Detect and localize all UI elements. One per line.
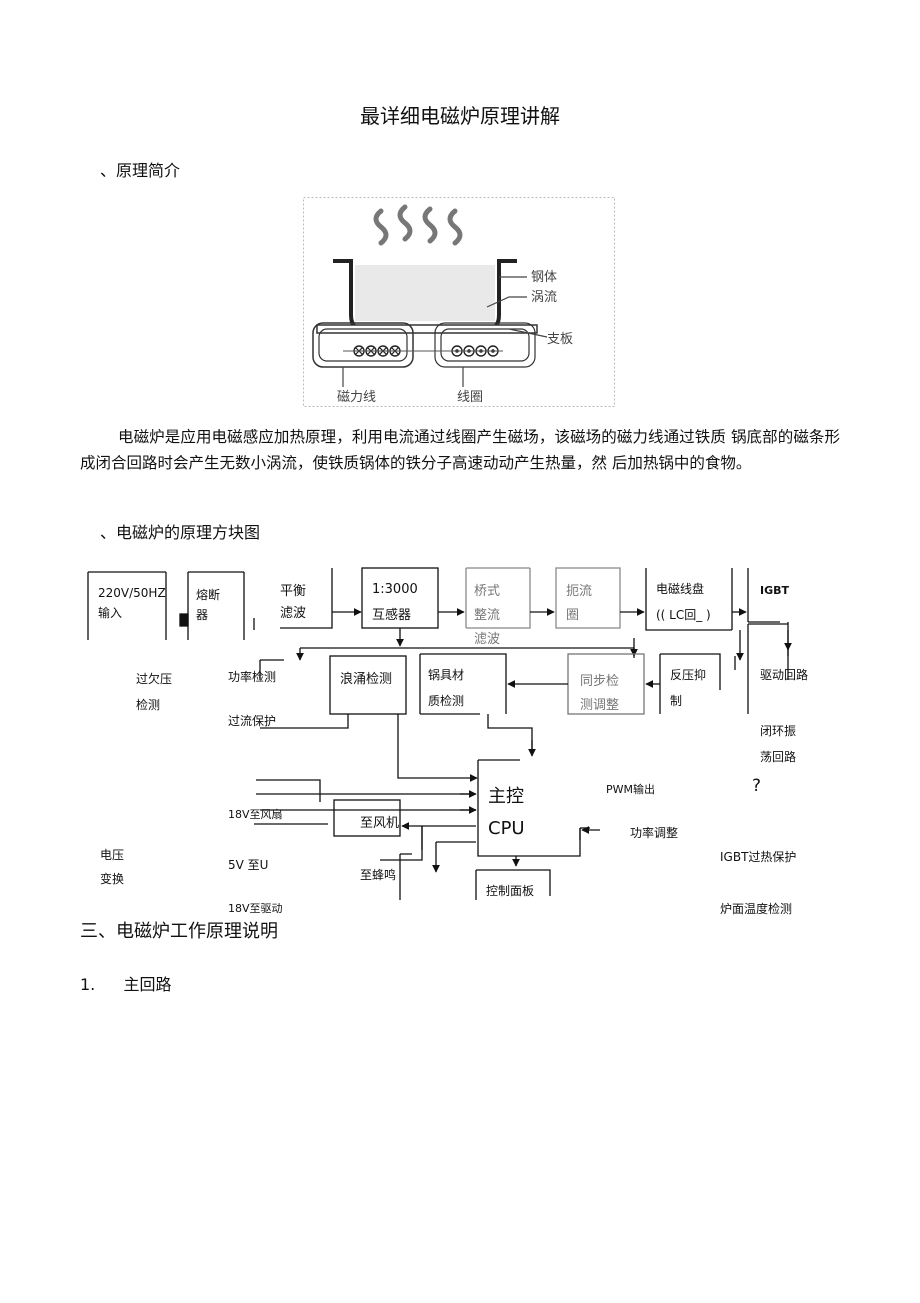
- label-coil: 线圈: [457, 390, 483, 405]
- ct-label-1: 1:3000: [372, 582, 418, 597]
- fuse-label-1: 熔断: [196, 588, 221, 602]
- question-mark: ?: [752, 776, 762, 796]
- igbt-label: IGBT: [760, 584, 790, 597]
- intro-paragraph: 电磁炉是应用电磁感应加热原理，利用电流通过线圈产生磁场，该磁场的磁力线通过铁质 …: [80, 428, 840, 472]
- input-label-2: 输入: [98, 606, 123, 620]
- label-plate: 支板: [547, 332, 573, 347]
- fan-label: 至风机: [360, 816, 400, 831]
- label-pot: 钢体: [531, 270, 557, 285]
- power-adjust-label: 功率调整: [630, 826, 679, 840]
- induction-figure: 钢体 涡流 支板 磁力线 线圈: [303, 197, 615, 407]
- back-emf-label-1: 反压抑: [670, 668, 707, 682]
- sync-label-1: 同步检: [580, 674, 620, 689]
- section-heading-block-diagram: 、电磁炉的原理方块图: [100, 523, 261, 542]
- pan-detect-label-1: 锅具材: [428, 668, 465, 682]
- block-diagram-svg: [87, 567, 792, 900]
- ocp-label: 过流保护: [228, 714, 277, 728]
- voltage-label-1: 电压: [100, 848, 125, 862]
- back-emf-label-2: 制: [670, 694, 683, 708]
- power-detect-label: 功率检测: [228, 670, 277, 684]
- filter-label-1: 平衡: [280, 584, 307, 599]
- subsection-number: 1.: [80, 975, 96, 994]
- oscillator-label-1: 闭环振: [760, 724, 797, 738]
- coil-label-2: (( LC回_ ): [656, 608, 711, 622]
- section-heading-working-principle: 三、电磁炉工作原理说明: [80, 921, 278, 942]
- buzzer-label: 至蜂鸣: [360, 868, 397, 882]
- drive-circuit-label: 驱动回路: [760, 668, 809, 682]
- ovuv-label-1: 过欠压: [136, 672, 173, 686]
- igbt-overheat-label: IGBT过热保护: [720, 850, 797, 864]
- pwm-label: PWM输出: [606, 783, 656, 796]
- filter-label-2: 滤波: [280, 606, 307, 621]
- section-heading-principle: 、原理简介: [100, 161, 181, 180]
- surface-temp-label: 炉面温度检测: [720, 902, 793, 916]
- bridge-label-2: 整流: [474, 608, 501, 623]
- bridge-label-3: 滤波: [474, 632, 501, 647]
- choke-label-2: 圈: [566, 608, 580, 623]
- label-eddy: 涡流: [531, 290, 557, 305]
- ovuv-label-2: 检测: [136, 698, 161, 712]
- subsection-title: 主回路: [123, 975, 172, 994]
- block-diagram: 220V/50HZ 输入 熔断 器 平衡 滤波 1:3000 互感器 桥式 整流…: [80, 560, 840, 916]
- five-volt-label: 5V 至U: [228, 858, 269, 872]
- induction-figure-svg: 钢体 涡流 支板 磁力线 线圈: [303, 197, 615, 407]
- sync-label-2: 测调整: [580, 698, 620, 713]
- voltage-label-2: 变换: [100, 872, 125, 886]
- subsection-main-circuit: 1. 主回路: [80, 971, 171, 995]
- surge-detect-label: 浪涌检测: [340, 672, 393, 687]
- input-label-1: 220V/50HZ: [98, 586, 166, 600]
- oscillator-label-2: 荡回路: [760, 750, 797, 764]
- ct-label-2: 互感器: [372, 608, 412, 623]
- label-flux: 磁力线: [337, 390, 376, 405]
- cpu-label-1: 主控: [488, 786, 524, 807]
- choke-label-1: 扼流: [566, 584, 593, 599]
- cpu-label-2: CPU: [488, 818, 525, 839]
- bridge-label-1: 桥式: [474, 584, 501, 599]
- coil-label-1: 电磁线盘: [656, 582, 705, 596]
- control-panel-label: 控制面板: [486, 884, 535, 898]
- fan-18v-label: 18V至风扇: [228, 808, 283, 821]
- steam-icon: [373, 204, 463, 246]
- pan-detect-label-2: 质检测: [428, 694, 465, 708]
- drive-18v-label: 18V至驱动: [228, 902, 283, 915]
- page-title: 最详细电磁炉原理讲解: [360, 104, 560, 128]
- fuse-label-2: 器: [196, 608, 209, 622]
